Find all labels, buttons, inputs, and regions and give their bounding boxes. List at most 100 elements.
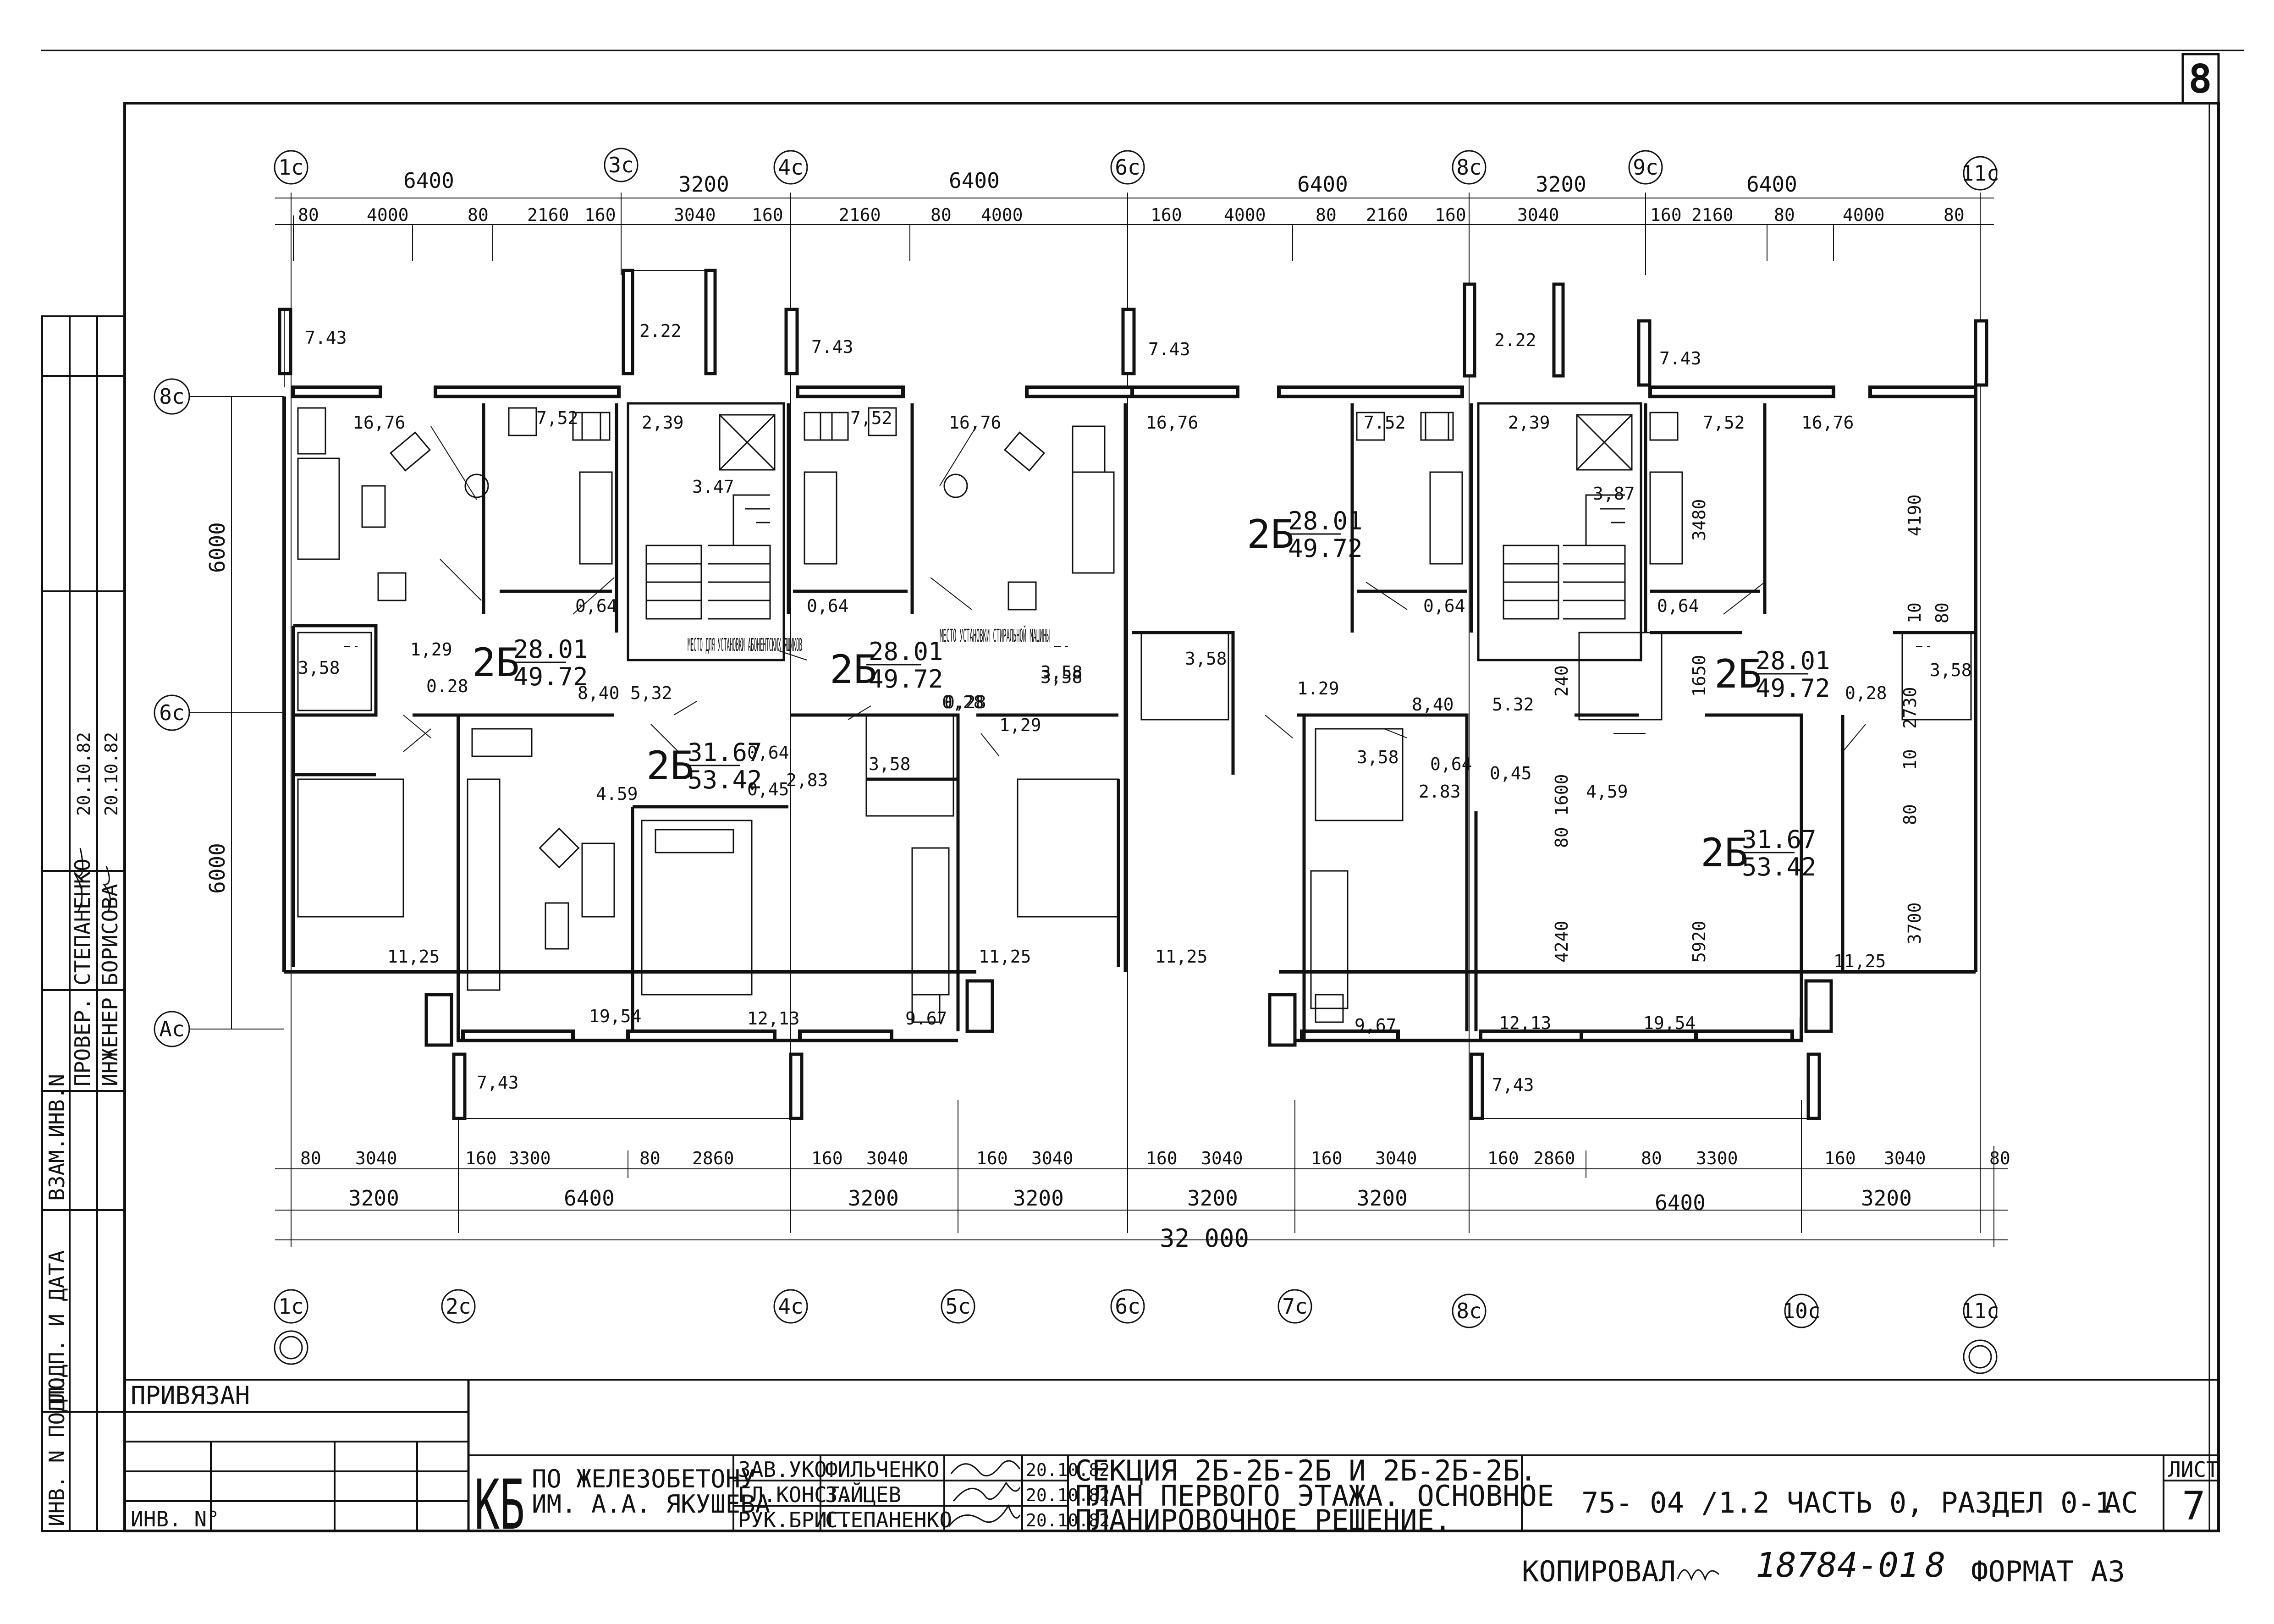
apt-living: 28.01 [1288,506,1363,535]
room-area: 5,32 [630,683,672,703]
dim-bot-minor-17: 80 [1641,1148,1662,1168]
axis-left-2: 6с [159,700,184,725]
axis-bottom-8: 10с [1782,1299,1820,1323]
bottom-dimension-major: 3200 6400 3200 3200 3200 3200 6400 3200 [348,1186,1912,1215]
title-line-2: ПЛАН ПЕРВОГО ЭТАЖА. ОСНОВНОЕ [1075,1479,1554,1513]
dim-top-minor-12: 4000 [1224,205,1266,225]
left-stamp-frame [41,315,126,1532]
room-area: 3,58 [1185,649,1227,669]
dim-bot-minor-20: 3040 [1884,1148,1926,1168]
footer-number: 18784-01 [1756,1546,1919,1585]
org-line-2: ИМ. А.А. ЯКУШЕВА [532,1490,770,1519]
room-area: 3,58 [298,658,340,678]
dim-bot-minor-4: 3300 [509,1148,551,1168]
top-axis-labels: 1с 3с 4с 6с 8с 9с 11с [278,153,1999,186]
axis-left-1: 8с [159,384,184,409]
org-line-1: ПО ЖЕЛЕЗОБЕТОНУ [532,1464,755,1493]
apt-living: 31.67 [688,738,762,767]
room-area: 11,25 [979,947,1031,967]
room-area: 7,52 [536,408,578,428]
apt-living: 28.01 [1756,646,1830,675]
room-area: 0,64 [575,596,617,616]
signature-table: ЗАВ.УКО ГЛ.КОНСТ. РУК.БРИГ. ФИЛЬЧЕНКО ЗА… [738,1457,1110,1532]
dim-bot-minor-11: 160 [1146,1148,1178,1168]
dim-right-9: 3700 [1905,902,1925,944]
dim-right-2: 3480 [1689,499,1709,541]
axis-top-4: 6с [1115,155,1140,180]
room-area: 7.52 [1364,413,1406,433]
room-area: 0,28 [944,692,986,712]
dim-bot-minor-7: 160 [811,1148,843,1168]
apt-type: 2Б [830,647,877,693]
dim-top-minor-17: 160 [1650,205,1682,225]
axis-bottom-3: 4с [778,1294,803,1319]
axis-top-6: 9с [1633,155,1658,180]
dim-top-minor-13: 80 [1316,205,1337,225]
dim-bot-minor-6: 2860 [692,1148,734,1168]
room-area: 16,76 [1801,413,1854,433]
dim-right-7: 4240 [1552,920,1572,963]
handwritten-signatures [948,1460,1021,1527]
room-area: 0,28 [942,692,984,712]
room-area: 1,29 [999,715,1041,735]
sign-date-1: 20.10.82 [1026,1460,1110,1480]
room-area: 3,87 [1593,484,1635,504]
axis-bottom-4: 5с [945,1294,970,1319]
dim-bot-minor-9: 160 [976,1148,1008,1168]
sheet-number: 7 [2182,1483,2206,1529]
dim-top-minor-15: 160 [1435,205,1466,225]
dim-bot-minor-14: 3040 [1375,1148,1417,1168]
axis-bottom-5: 6с [1115,1294,1140,1319]
dim-top-minor-8: 2160 [839,205,881,225]
room-area: 1.29 [1297,678,1339,699]
dim-bot-major-1: 3200 [348,1186,399,1211]
title-line-1: СЕКЦИЯ 2Б-2Б-2Б И 2Б-2Б-2Б. [1075,1454,1537,1487]
room-area: 16,76 [353,413,405,433]
dim-top-minor-14: 2160 [1366,205,1408,225]
dim-bot-minor-21: 80 [1989,1148,2010,1168]
note-mailboxes: МЕСТО ДЛЯ УСТАНОВКИ АБОНЕНТСКИХ ЯЩИКОВ [688,635,802,655]
room-area: 0,64 [1657,596,1699,616]
dim-top-minor-7: 160 [752,205,783,225]
left-stamp-name-1: СТЕПАНЕНКО [70,859,95,985]
axis-bottom-7: 8с [1456,1299,1481,1323]
left-stamp-date-2: 20.10.82 [101,732,121,816]
room-area: 19,54 [589,1006,641,1026]
room-area: 2.22 [639,321,682,341]
placement-notes: МЕСТО ДЛЯ УСТАНОВКИ АБОНЕНТСКИХ ЯЩИКОВ М… [688,626,1050,655]
dim-bot-minor-1: 80 [300,1148,321,1168]
room-area: 0,64 [1430,754,1472,774]
axis-bottom-1: 1с [278,1294,303,1319]
room-area: 16,76 [949,413,1001,433]
dim-right-10: 10 [1905,602,1925,623]
dim-bot-minor-19: 160 [1824,1148,1856,1168]
left-stamp-text: ИНВ. N ПОДЛ. ПОДП. И ДАТА ВЗАМ.ИНВ.N ПРО… [44,732,122,1526]
dim-top-major-6: 6400 [1746,172,1797,197]
dim-bot-major-3: 3200 [848,1186,899,1211]
dim-right-13: 10 [1900,749,1920,770]
dim-right-8: 5920 [1689,920,1709,963]
title-block-frame [124,1379,2219,1532]
dim-bot-major-7: 6400 [1655,1190,1706,1215]
bottom-dimension-lines [275,1146,2008,1247]
dim-bot-minor-18: 3300 [1696,1148,1738,1168]
room-area: 12,13 [1499,1013,1551,1033]
loggias [278,269,1988,1120]
stair-core-right [1477,402,1642,661]
room-area: 4.59 [596,784,638,804]
room-area: 12,13 [747,1008,799,1029]
dim-top-minor-3: 80 [468,205,489,225]
room-area: 7.43 [305,328,347,348]
dim-bot-major-5: 3200 [1187,1186,1238,1211]
exterior-walls [282,385,1977,1042]
footer-format: ФОРМАТ А3 [1971,1555,2125,1588]
room-area: 7.43 [1148,339,1190,359]
sign-role-3: РУК.БРИГ. [738,1508,852,1532]
top-dimension-major: 6400 3200 6400 6400 3200 6400 [403,168,1797,197]
footer-copy: КОПИРОВАЛ [1522,1555,1676,1588]
dim-top-minor-2: 4000 [367,205,409,225]
bottom-axis-labels: 1с 2с 4с 5с 6с 7с 8с 10с 11с [278,1294,1999,1323]
door-swings [403,426,1866,752]
dim-top-major-2: 3200 [678,172,729,197]
